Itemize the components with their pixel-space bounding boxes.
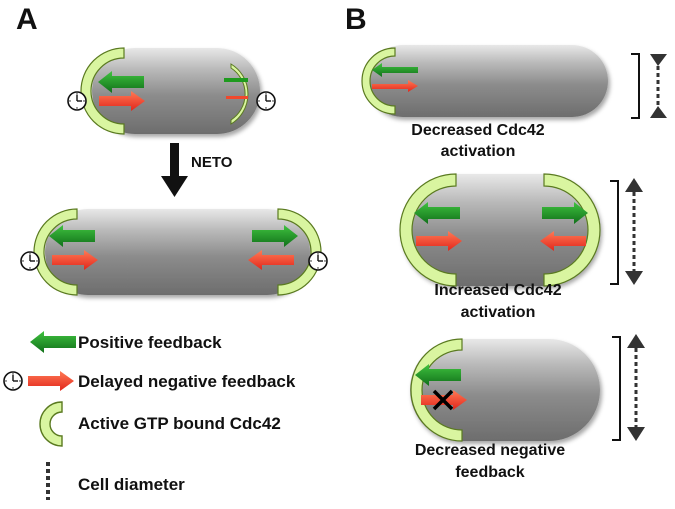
diameter-bracket-b2 xyxy=(610,178,643,285)
positive-arrow-b1 xyxy=(372,63,418,77)
cdc42-cap-b1 xyxy=(361,47,396,115)
legend-positive-label: Positive feedback xyxy=(78,333,222,352)
cell-b1 xyxy=(367,45,608,117)
clock-icon xyxy=(67,91,87,111)
diameter-bracket-b3 xyxy=(612,334,645,441)
cell-a-bottom xyxy=(45,209,310,295)
clock-icon xyxy=(256,91,276,111)
legend-negative-arrow-icon xyxy=(28,371,74,391)
cdc42-cap-a-bottom-right xyxy=(277,208,322,296)
negative-arrow-b1 xyxy=(372,80,418,92)
caption-b1-line1: Decreased Cdc42 xyxy=(411,122,545,139)
diameter-bracket-b1 xyxy=(631,53,667,119)
cell-a-top xyxy=(92,48,260,134)
legend: Positive feedback Delayed negative feedb… xyxy=(3,331,296,500)
clock-icon xyxy=(20,251,40,271)
cdc42-cap-a-bottom-left xyxy=(33,208,78,296)
caption-b2-line1: Increased Cdc42 xyxy=(434,282,561,299)
cell-b2 xyxy=(400,174,600,286)
caption-b3-line1: Decreased negative xyxy=(415,442,565,459)
cell-b3 xyxy=(410,339,600,441)
clock-icon xyxy=(308,251,328,271)
legend-clock-icon xyxy=(3,371,23,391)
neto-label: NETO xyxy=(191,154,233,171)
legend-cdc42-label: Active GTP bound Cdc42 xyxy=(78,414,281,433)
neto-arrow xyxy=(161,143,188,197)
cdc42-cap-b2-left xyxy=(399,173,457,287)
positive-arrow-a-top-right xyxy=(224,78,248,82)
legend-negative-label: Delayed negative feedback xyxy=(78,372,296,391)
legend-diameter-label: Cell diameter xyxy=(78,475,185,494)
caption-b1-line2: activation xyxy=(441,143,516,160)
caption-b2-line2: activation xyxy=(461,304,536,321)
legend-cdc42-icon xyxy=(39,401,63,447)
cdc42-cap-a-top-left xyxy=(80,47,125,135)
panel-b-label: B xyxy=(345,3,367,36)
negative-arrow-a-top-right xyxy=(226,96,248,99)
caption-b3-line2: feedback xyxy=(455,464,524,481)
legend-positive-arrow-icon xyxy=(30,331,76,353)
blocked-x-icon xyxy=(432,389,454,411)
panel-a-label: A xyxy=(16,3,38,36)
cdc42-cap-b2-right xyxy=(543,173,601,287)
